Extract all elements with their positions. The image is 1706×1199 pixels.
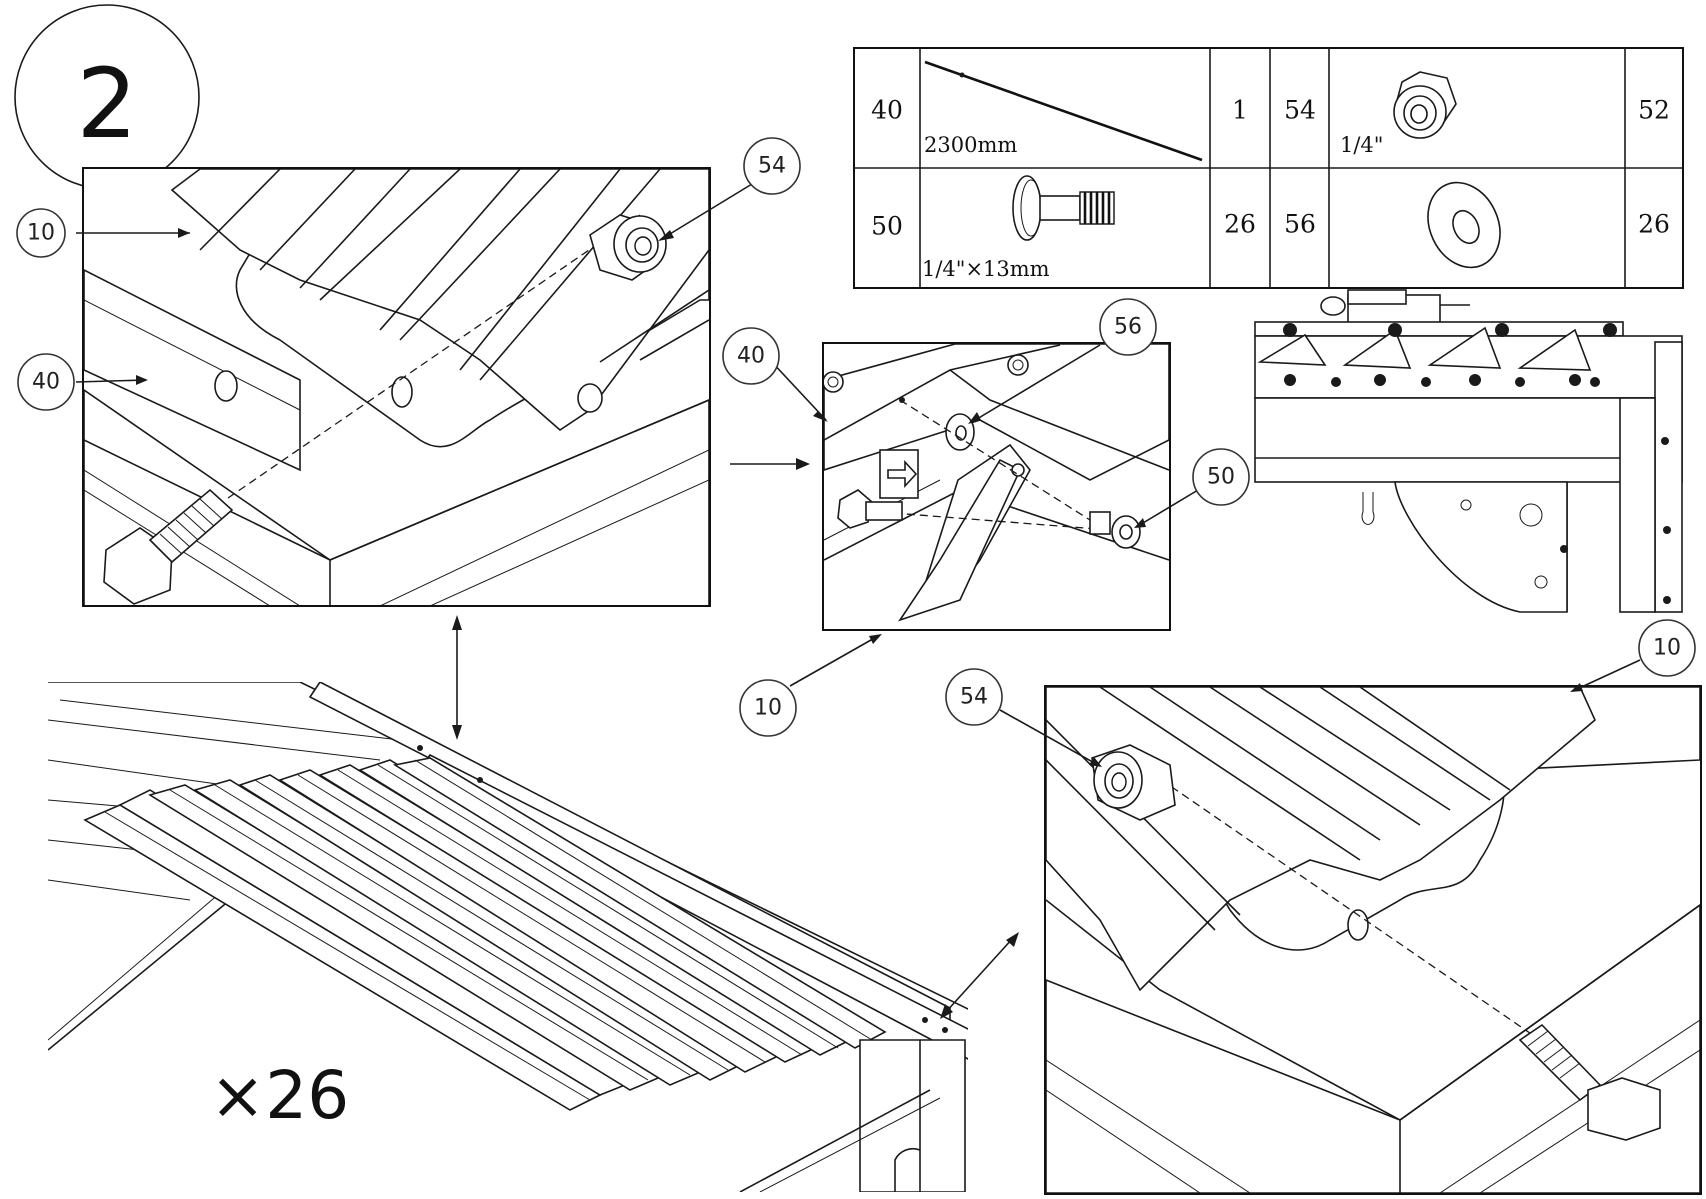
detail-c-louver-to-rod: 54 10: [945, 619, 1702, 1195]
part-size-50: 1/4"×13mm: [922, 257, 1050, 281]
shoulder-bolt-icon: [1012, 175, 1115, 241]
callout-54-c: 54: [960, 685, 988, 710]
callout-10-a: 10: [27, 221, 55, 246]
callout-40-a: 40: [32, 370, 60, 395]
double-arrow-icon: [452, 615, 462, 740]
parts-table: 40 2300mm 1 54 1/4" 52 50: [853, 47, 1684, 289]
rod-icon: [924, 60, 1203, 162]
washer-icon: [1427, 181, 1501, 269]
part-qty-54: 52: [1638, 96, 1670, 125]
callout-10-c: 10: [1653, 636, 1681, 661]
part-qty-50: 26: [1224, 210, 1256, 239]
detail-b-hinge-connection: 40 56 50 10: [722, 298, 1250, 737]
part-number-50: 50: [871, 212, 903, 241]
main-roof-louvers-view: ×26: [48, 682, 1019, 1192]
part-qty-40: 1: [1232, 96, 1248, 125]
callout-10-b: 10: [754, 696, 782, 721]
callout-50-b: 50: [1207, 465, 1235, 490]
part-number-56: 56: [1284, 210, 1316, 239]
detail-a-louver-to-rod: 10 40 54: [16, 137, 801, 607]
step-number: 2: [76, 48, 137, 160]
part-size-40: 2300mm: [924, 133, 1017, 157]
right-arrow-icon: [730, 458, 810, 470]
step-number-badge: 2: [14, 4, 200, 190]
side-view-louver-mechanism: [1254, 289, 1683, 613]
part-number-40: 40: [871, 96, 903, 125]
part-qty-56: 26: [1638, 210, 1670, 239]
callout-40-b: 40: [737, 344, 765, 369]
part-number-54: 54: [1284, 96, 1316, 125]
callout-56-b: 56: [1114, 315, 1142, 340]
quantity-label: ×26: [210, 1057, 349, 1134]
part-size-54: 1/4": [1340, 133, 1383, 157]
callout-54-a: 54: [758, 154, 786, 179]
lock-nut-icon: [1393, 71, 1457, 139]
